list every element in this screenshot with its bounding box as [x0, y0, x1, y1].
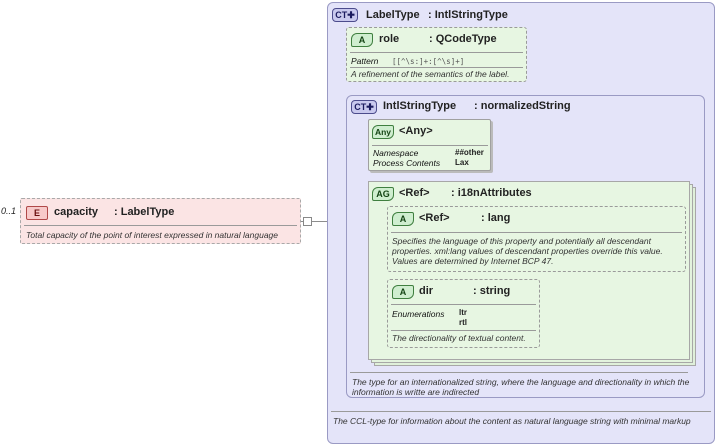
dir-type: : string: [473, 285, 511, 297]
attribute-group-icon: AG: [372, 187, 394, 201]
role-divider-2: [350, 67, 523, 68]
any-process-label: Process Contents: [373, 158, 441, 168]
any-process-value: Lax: [455, 158, 469, 167]
element-occurrence: 0..1: [1, 206, 17, 216]
inner-ct-doc: The type for an internationalized string…: [352, 377, 690, 397]
complex-type-badge-label: CT: [354, 102, 367, 112]
attribute-role-box[interactable]: A role : QCodeType Pattern [[^\s:]+:[^\s…: [346, 27, 527, 82]
lang-doc: Specifies the language of this property …: [392, 236, 663, 266]
role-type: : QCodeType: [429, 33, 497, 45]
connector-to-outer-ct: [312, 221, 328, 222]
dir-name: dir: [419, 285, 434, 297]
lang-type: : lang: [481, 212, 511, 224]
outer-ct-type: : IntlStringType: [428, 9, 508, 21]
dir-doc: The directionality of textual content.: [392, 333, 526, 343]
attribute-dir-box[interactable]: A dir : string Enumerations ltr rtl The …: [387, 279, 540, 348]
element-divider: [24, 225, 297, 226]
element-icon: E: [26, 206, 48, 220]
role-name: role: [379, 33, 400, 45]
dir-divider-2: [391, 330, 536, 331]
attribute-lang-box[interactable]: A <Ref> : lang Specifies the language of…: [387, 206, 686, 272]
dir-divider: [391, 304, 536, 305]
complex-type-icon: CT✚: [351, 100, 377, 114]
element-name: capacity: [54, 206, 99, 218]
complex-type-icon: CT✚: [332, 8, 358, 22]
dir-enum-value-rtl: rtl: [459, 318, 467, 327]
ag-name: <Ref>: [399, 187, 430, 199]
any-divider: [372, 145, 488, 146]
role-doc: A refinement of the semantics of the lab…: [351, 69, 510, 79]
lang-name: <Ref>: [419, 212, 450, 224]
outer-ct-doc: The CCL-type for information about the c…: [333, 416, 691, 426]
any-icon: Any: [372, 125, 394, 139]
any-namespace-label: Namespace: [373, 148, 419, 158]
complex-type-badge-label: CT: [335, 10, 348, 20]
role-pattern-value: [[^\s:]+:[^\s]+]: [392, 57, 465, 66]
element-type: : LabelType: [114, 206, 175, 218]
element-capacity-box[interactable]: E capacity : LabelType Total capacity of…: [20, 198, 301, 244]
outer-ct-divider: [331, 411, 711, 412]
dir-enum-value-ltr: ltr: [459, 308, 467, 317]
lang-divider: [391, 232, 682, 233]
any-name: <Any>: [399, 125, 433, 137]
plus-icon: ✚: [347, 10, 355, 20]
inner-ct-type: : normalizedString: [474, 100, 571, 112]
outer-ct-name: LabelType: [366, 9, 420, 21]
any-namespace-value: ##other: [455, 148, 484, 157]
plus-icon: ✚: [366, 102, 374, 112]
role-divider: [350, 52, 523, 53]
any-box[interactable]: Any <Any> Namespace ##other Process Cont…: [368, 119, 491, 171]
attribute-icon: A: [351, 33, 373, 47]
role-pattern-label: Pattern: [351, 56, 379, 66]
attribute-icon: A: [392, 285, 414, 299]
attribute-icon: A: [392, 212, 414, 226]
ag-type: : i18nAttributes: [451, 187, 532, 199]
inner-ct-divider: [350, 372, 688, 373]
element-expand-toggle[interactable]: [303, 217, 312, 226]
dir-enum-label: Enumerations: [392, 309, 445, 319]
element-doc: Total capacity of the point of interest …: [26, 230, 279, 240]
inner-ct-name: IntlStringType: [383, 100, 457, 112]
